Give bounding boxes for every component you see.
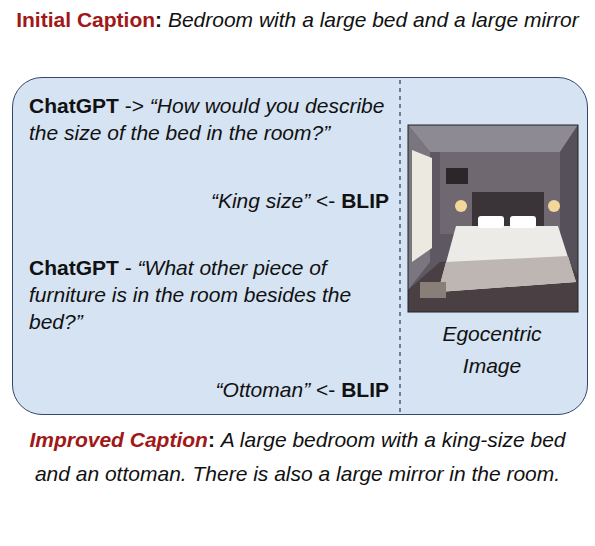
caption-heading: Improved Caption xyxy=(29,428,208,451)
caption-heading: Initial Caption xyxy=(16,8,155,31)
answer-line: “King size” <- BLIP xyxy=(29,187,389,214)
arrow-symbol: <- xyxy=(316,378,335,401)
caption-text: Bedroom with a large bed and a large mir… xyxy=(168,8,579,31)
caption-colon: : xyxy=(208,428,215,451)
answer-text: “King size” xyxy=(211,189,310,212)
answer-line: “Ottoman”<- BLIP xyxy=(29,376,389,403)
caption-colon: : xyxy=(155,8,162,31)
initial-caption: Initial Caption: Bedroom with a large bed… xyxy=(10,4,585,37)
question-line: ChatGPT-“What other piece of furniture i… xyxy=(29,254,389,336)
speaker-name: ChatGPT xyxy=(29,94,119,117)
arrow-symbol: <- xyxy=(316,189,335,212)
answer-text: “Ottoman” xyxy=(216,378,311,401)
image-caption-box: Egocentric Image xyxy=(401,318,583,381)
improved-caption: Improved Caption:A large bedroom with a … xyxy=(10,423,585,490)
dialogue-panel: Egocentric ImageChatGPT->“How would you … xyxy=(12,77,588,415)
speaker-name: ChatGPT xyxy=(29,256,119,279)
question-line: ChatGPT->“How would you describe the siz… xyxy=(29,92,389,147)
speaker-name: BLIP xyxy=(341,378,389,401)
dialogue-column: ChatGPT->“How would you describe the siz… xyxy=(29,92,389,403)
image-caption: Egocentric Image xyxy=(427,318,557,381)
arrow-symbol: - xyxy=(125,256,132,279)
arrow-symbol: -> xyxy=(125,94,144,117)
speaker-name: BLIP xyxy=(341,189,389,212)
